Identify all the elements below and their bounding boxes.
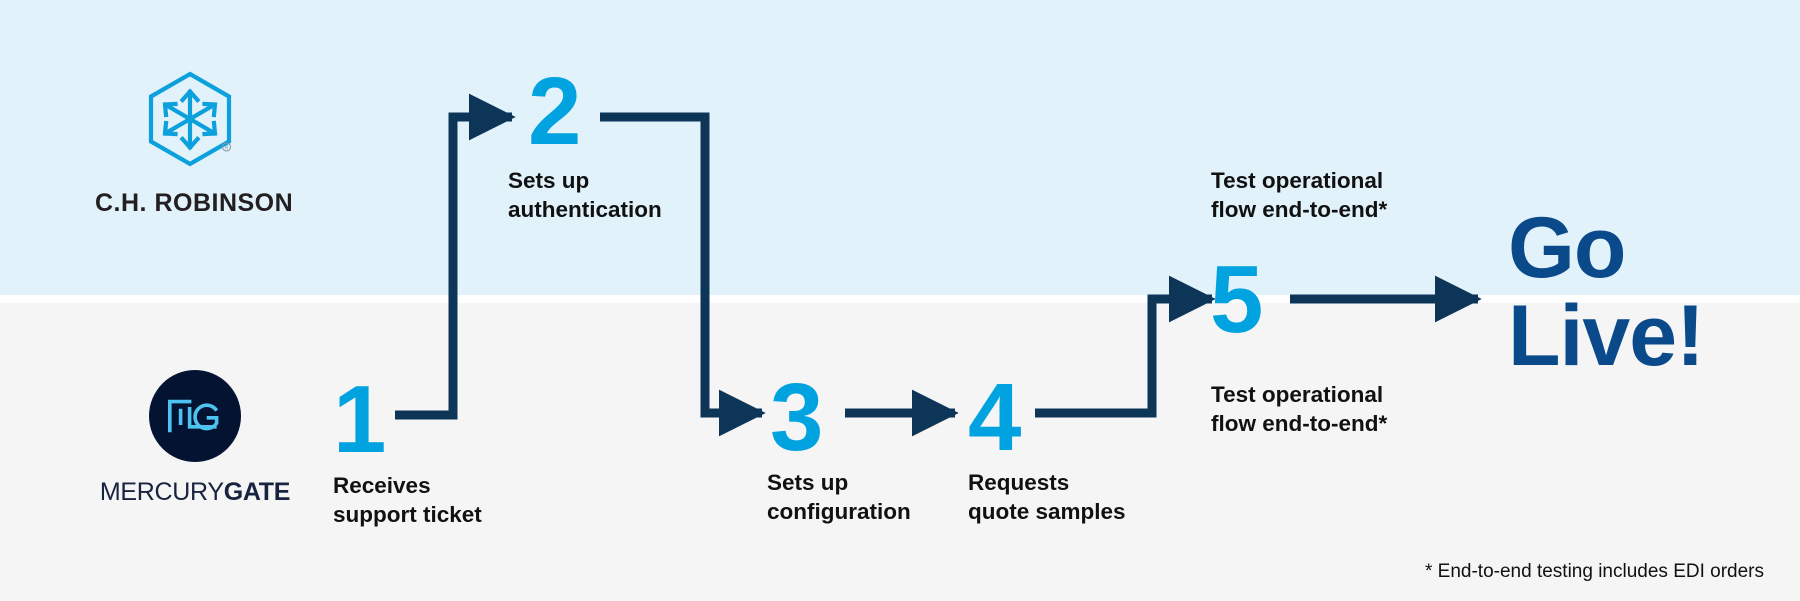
- step-4-label: Requests quote samples: [968, 470, 1126, 524]
- connector-2-to-3: [600, 112, 766, 437]
- lane-band-top: [0, 0, 1800, 295]
- mercurygate-wordmark-bold: GATE: [223, 478, 291, 506]
- logo-ch-robinson: R C.H. ROBINSON: [95, 70, 294, 218]
- go-live-text: Go Live!: [1508, 200, 1705, 384]
- step-2-number: 2: [528, 58, 581, 165]
- hexagon-arrows-icon: R: [144, 70, 236, 170]
- ch-robinson-wordmark: C.H. ROBINSON: [95, 189, 294, 217]
- step-3-number: 3: [770, 364, 823, 471]
- mercurygate-wordmark-light: MERCURY: [99, 478, 224, 506]
- logo-mercurygate: MERCURYGATE: [95, 370, 295, 507]
- step-3-label: Sets up configuration: [767, 470, 911, 524]
- step-5-label-bottom: Test operational flow end-to-end*: [1211, 382, 1388, 436]
- connector-4-to-5: [1035, 275, 1216, 418]
- step-5-number: 5: [1210, 246, 1263, 353]
- footnote-text: * End-to-end testing includes EDI orders: [1424, 561, 1764, 582]
- step-1-number: 1: [333, 366, 386, 473]
- connector-1-to-2: [395, 93, 516, 420]
- mercurygate-wordmark: MERCURYGATE: [95, 478, 295, 507]
- step-2-label: Sets up authentication: [508, 168, 662, 222]
- step-5-label-top: Test operational flow end-to-end*: [1211, 168, 1388, 222]
- step-1-label: Receives support ticket: [333, 473, 482, 527]
- mg-monogram-icon: [149, 370, 241, 462]
- svg-text:R: R: [225, 146, 229, 152]
- step-4-number: 4: [968, 364, 1021, 471]
- lane-band-bottom: [0, 303, 1800, 601]
- lane-band-divider: [0, 295, 1800, 303]
